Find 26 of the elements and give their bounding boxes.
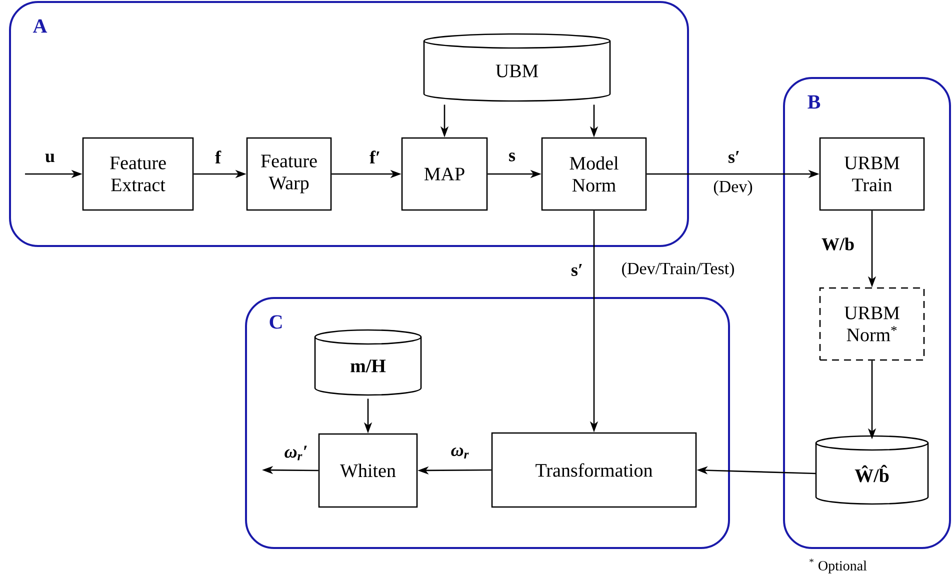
note: (Dev): [714, 180, 752, 196]
process-box: Whiten: [318, 433, 418, 508]
process-box: Feature Extract: [82, 137, 194, 211]
process-box: Transformation: [491, 432, 697, 508]
edge-label: ω$_{r}$: [451, 448, 469, 459]
note: $^{*}$ Optional: [810, 558, 867, 574]
database-cylinder: m/H: [314, 329, 422, 396]
database-cylinder: Ŵ/b̂: [815, 435, 929, 505]
edge-label: W/b: [822, 238, 854, 250]
edge-label: s′: [728, 151, 739, 163]
database-cylinder: UBM: [423, 33, 611, 102]
edge-label: s: [509, 152, 516, 162]
process-box: MAP: [401, 137, 488, 211]
edge-label: f′: [370, 150, 380, 164]
edge-label: u: [45, 154, 55, 162]
node-label: UBM: [496, 64, 538, 78]
process-box: Model Norm: [541, 137, 647, 211]
edge-label: ω$_{r}$′: [284, 446, 307, 460]
edge-label: f: [215, 150, 222, 164]
edge-label: s′: [572, 264, 582, 276]
node-label: Ŵ/b̂: [854, 464, 889, 482]
node-label: m/H: [350, 360, 386, 372]
process-box: URBM Train: [819, 137, 925, 211]
note: (Dev/Train/Test): [622, 262, 734, 278]
optional-process-box: URBM Norm$^{*}$: [819, 287, 925, 361]
process-box: Feature Warp: [246, 137, 332, 211]
